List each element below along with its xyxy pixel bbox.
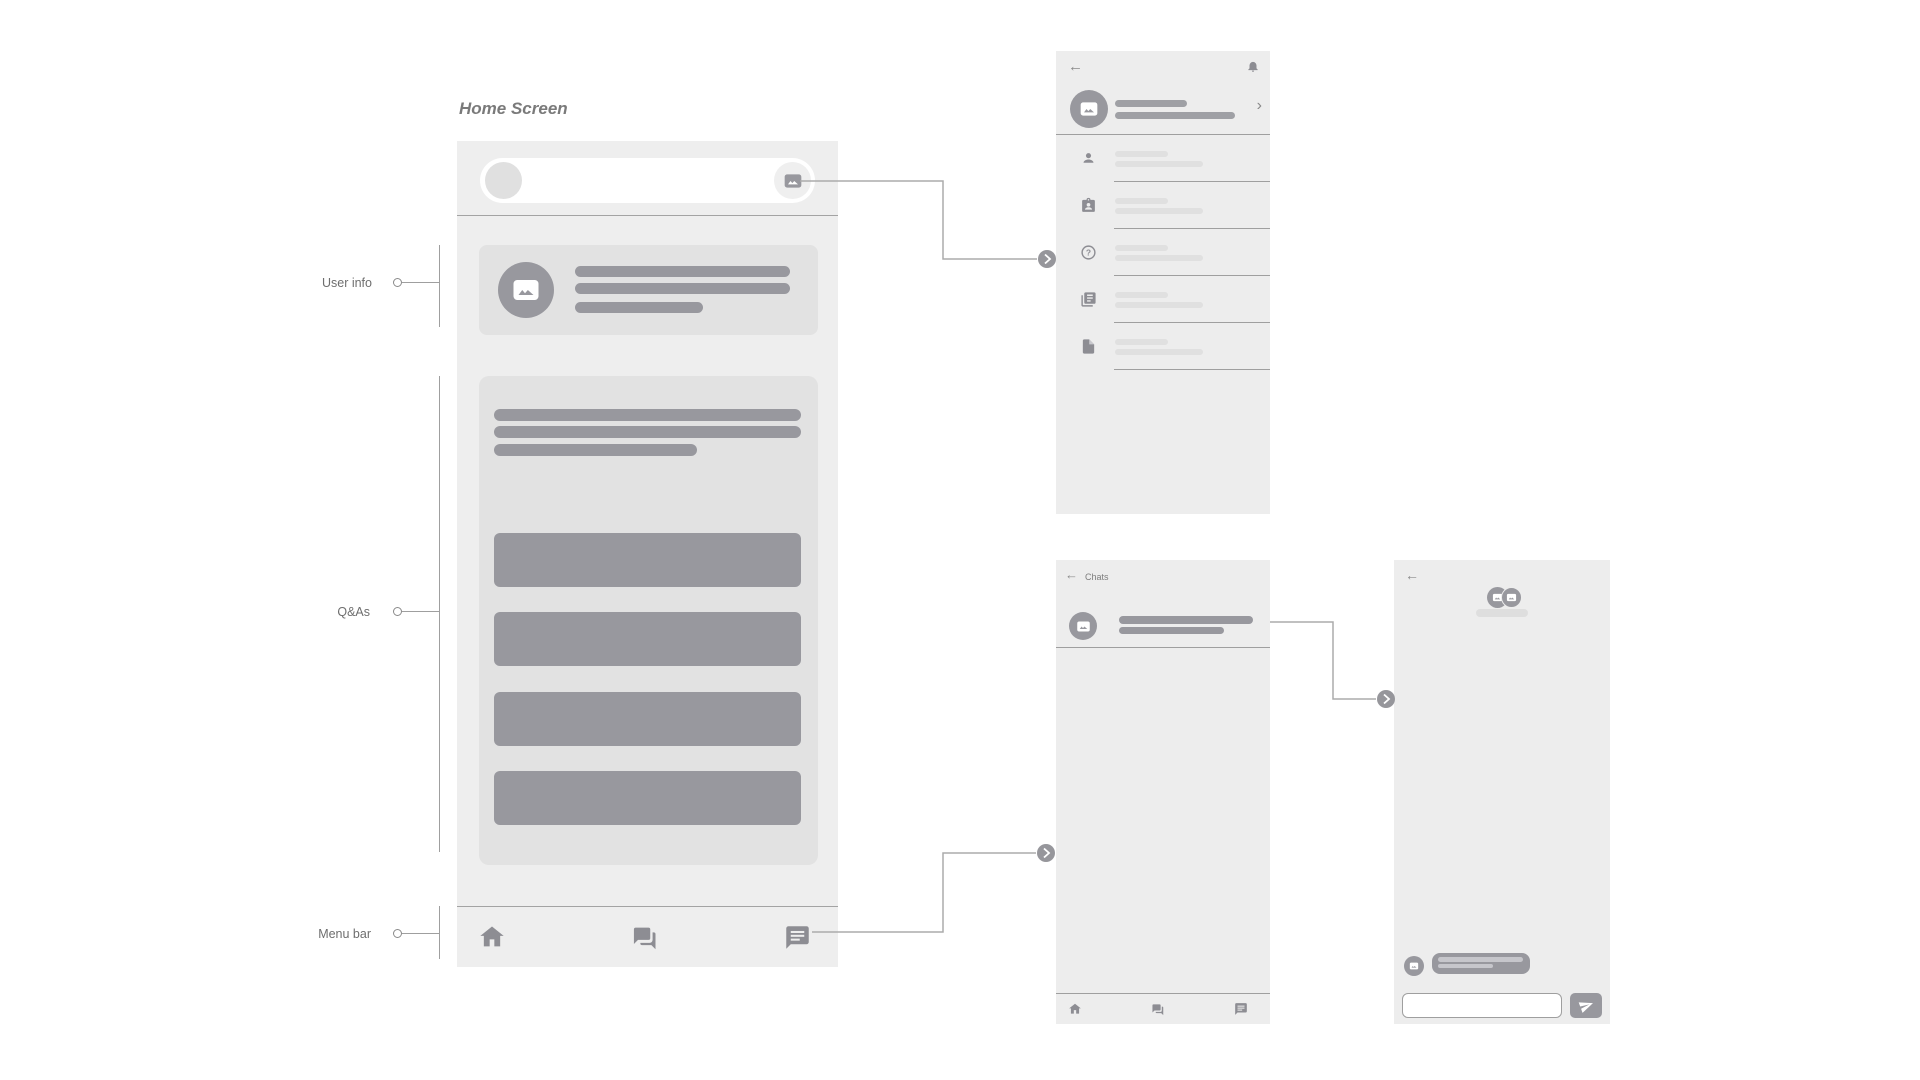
flow-arrow-icon	[1377, 690, 1395, 708]
message-input[interactable]	[1402, 993, 1562, 1018]
document-icon	[1080, 338, 1097, 355]
image-icon	[1076, 621, 1090, 631]
back-arrow-icon[interactable]: ←	[1065, 567, 1078, 582]
home-screen-frame	[457, 141, 838, 967]
user-detail-placeholder	[575, 283, 790, 294]
image-icon	[1409, 962, 1419, 970]
annotation-user-info-dot	[393, 278, 402, 287]
svg-text:?: ?	[1086, 248, 1091, 258]
page-title: Home Screen	[459, 99, 568, 118]
profile-avatar	[1070, 90, 1108, 128]
search-bar[interactable]	[480, 158, 815, 203]
qa-text-placeholder	[494, 426, 801, 438]
qa-answer-button[interactable]	[494, 771, 801, 825]
menu-label-placeholder	[1115, 198, 1168, 204]
message-avatar	[1404, 956, 1424, 976]
connector-chatitem-to-detail	[1270, 621, 1376, 700]
back-arrow-icon[interactable]: ←	[1068, 58, 1083, 75]
annotation-menu-bar: Menu bar	[318, 927, 371, 941]
menu-divider	[1114, 228, 1270, 229]
menu-sub-placeholder	[1115, 349, 1203, 355]
chat-item-divider	[1056, 647, 1270, 648]
chat-detail-screen-frame: ←	[1394, 560, 1610, 1024]
user-info-card	[479, 245, 818, 335]
annotation-user-info-bracket	[439, 245, 440, 327]
annotation-user-info-line	[402, 282, 439, 283]
contact-card-icon	[1080, 197, 1097, 214]
header-divider	[457, 215, 838, 216]
profile-screen-frame: ← ›	[1056, 51, 1270, 514]
avatar[interactable]	[485, 162, 522, 199]
chevron-right-icon[interactable]: ›	[1256, 97, 1262, 114]
chat-preview-placeholder	[1119, 627, 1224, 634]
annotation-menu-bar-bracket	[439, 906, 440, 959]
image-icon[interactable]	[774, 162, 811, 199]
chats-screen-frame: ← Chats	[1056, 560, 1270, 1024]
connector-messages-to-chats	[812, 852, 1036, 933]
qa-answer-button[interactable]	[494, 692, 801, 746]
chats-menu-bar	[1056, 993, 1270, 1024]
message-text-placeholder	[1438, 964, 1493, 968]
send-icon	[1578, 1002, 1593, 1013]
user-subdetail-placeholder	[575, 302, 703, 313]
annotation-qas-dot	[393, 607, 402, 616]
news-icon	[1080, 291, 1097, 308]
annotation-qas-line	[402, 611, 439, 612]
qa-text-placeholder	[494, 409, 801, 421]
message-bubble	[1432, 953, 1530, 974]
menu-label-placeholder	[1115, 151, 1168, 157]
menu-divider	[1114, 369, 1270, 370]
person-icon	[1080, 150, 1097, 167]
qa-text-placeholder	[494, 444, 697, 456]
home-icon[interactable]	[478, 923, 506, 951]
chat-partner-name-placeholder	[1476, 609, 1528, 617]
menu-divider	[1114, 322, 1270, 323]
menu-divider	[1114, 181, 1270, 182]
home-menu-bar	[457, 906, 838, 967]
image-icon	[1492, 593, 1503, 602]
qa-answer-button[interactable]	[494, 612, 801, 666]
annotation-qas: Q&As	[337, 605, 370, 619]
qa-answer-button[interactable]	[494, 533, 801, 587]
messages-icon[interactable]	[784, 924, 811, 951]
annotation-menu-bar-line	[402, 933, 439, 934]
chats-icon[interactable]	[1151, 1002, 1165, 1016]
image-icon	[1506, 593, 1517, 602]
annotation-qas-bracket	[439, 376, 440, 852]
menu-sub-placeholder	[1115, 208, 1203, 214]
menu-label-placeholder	[1115, 292, 1168, 298]
image-icon	[1080, 102, 1098, 116]
menu-label-placeholder	[1115, 339, 1168, 345]
image-icon	[513, 280, 539, 300]
chats-icon[interactable]	[631, 923, 659, 951]
profile-detail-placeholder	[1115, 112, 1235, 119]
help-icon: ?	[1080, 244, 1097, 261]
user-name-placeholder	[575, 266, 790, 277]
flow-arrow-icon	[1038, 250, 1056, 268]
back-arrow-icon[interactable]: ←	[1405, 567, 1419, 583]
chat-partner-avatar	[1501, 587, 1522, 608]
menu-sub-placeholder	[1115, 161, 1203, 167]
messages-icon[interactable]	[1234, 1002, 1248, 1016]
menu-divider	[1114, 275, 1270, 276]
message-text-placeholder	[1438, 957, 1523, 962]
chat-avatar	[1069, 612, 1097, 640]
flow-arrow-icon	[1037, 844, 1055, 862]
user-avatar	[498, 262, 554, 318]
chats-title: Chats	[1085, 572, 1109, 582]
menu-label-placeholder	[1115, 245, 1168, 251]
qa-card	[479, 376, 818, 865]
home-icon[interactable]	[1068, 1002, 1082, 1016]
annotation-user-info: User info	[321, 276, 372, 290]
profile-name-placeholder	[1115, 100, 1187, 107]
menu-sub-placeholder	[1115, 255, 1203, 261]
menu-sub-placeholder	[1115, 302, 1203, 308]
profile-header-divider	[1056, 134, 1270, 135]
annotation-menu-bar-dot	[393, 929, 402, 938]
send-button[interactable]	[1570, 993, 1602, 1018]
bell-icon[interactable]	[1246, 59, 1260, 73]
chat-name-placeholder	[1119, 616, 1253, 624]
